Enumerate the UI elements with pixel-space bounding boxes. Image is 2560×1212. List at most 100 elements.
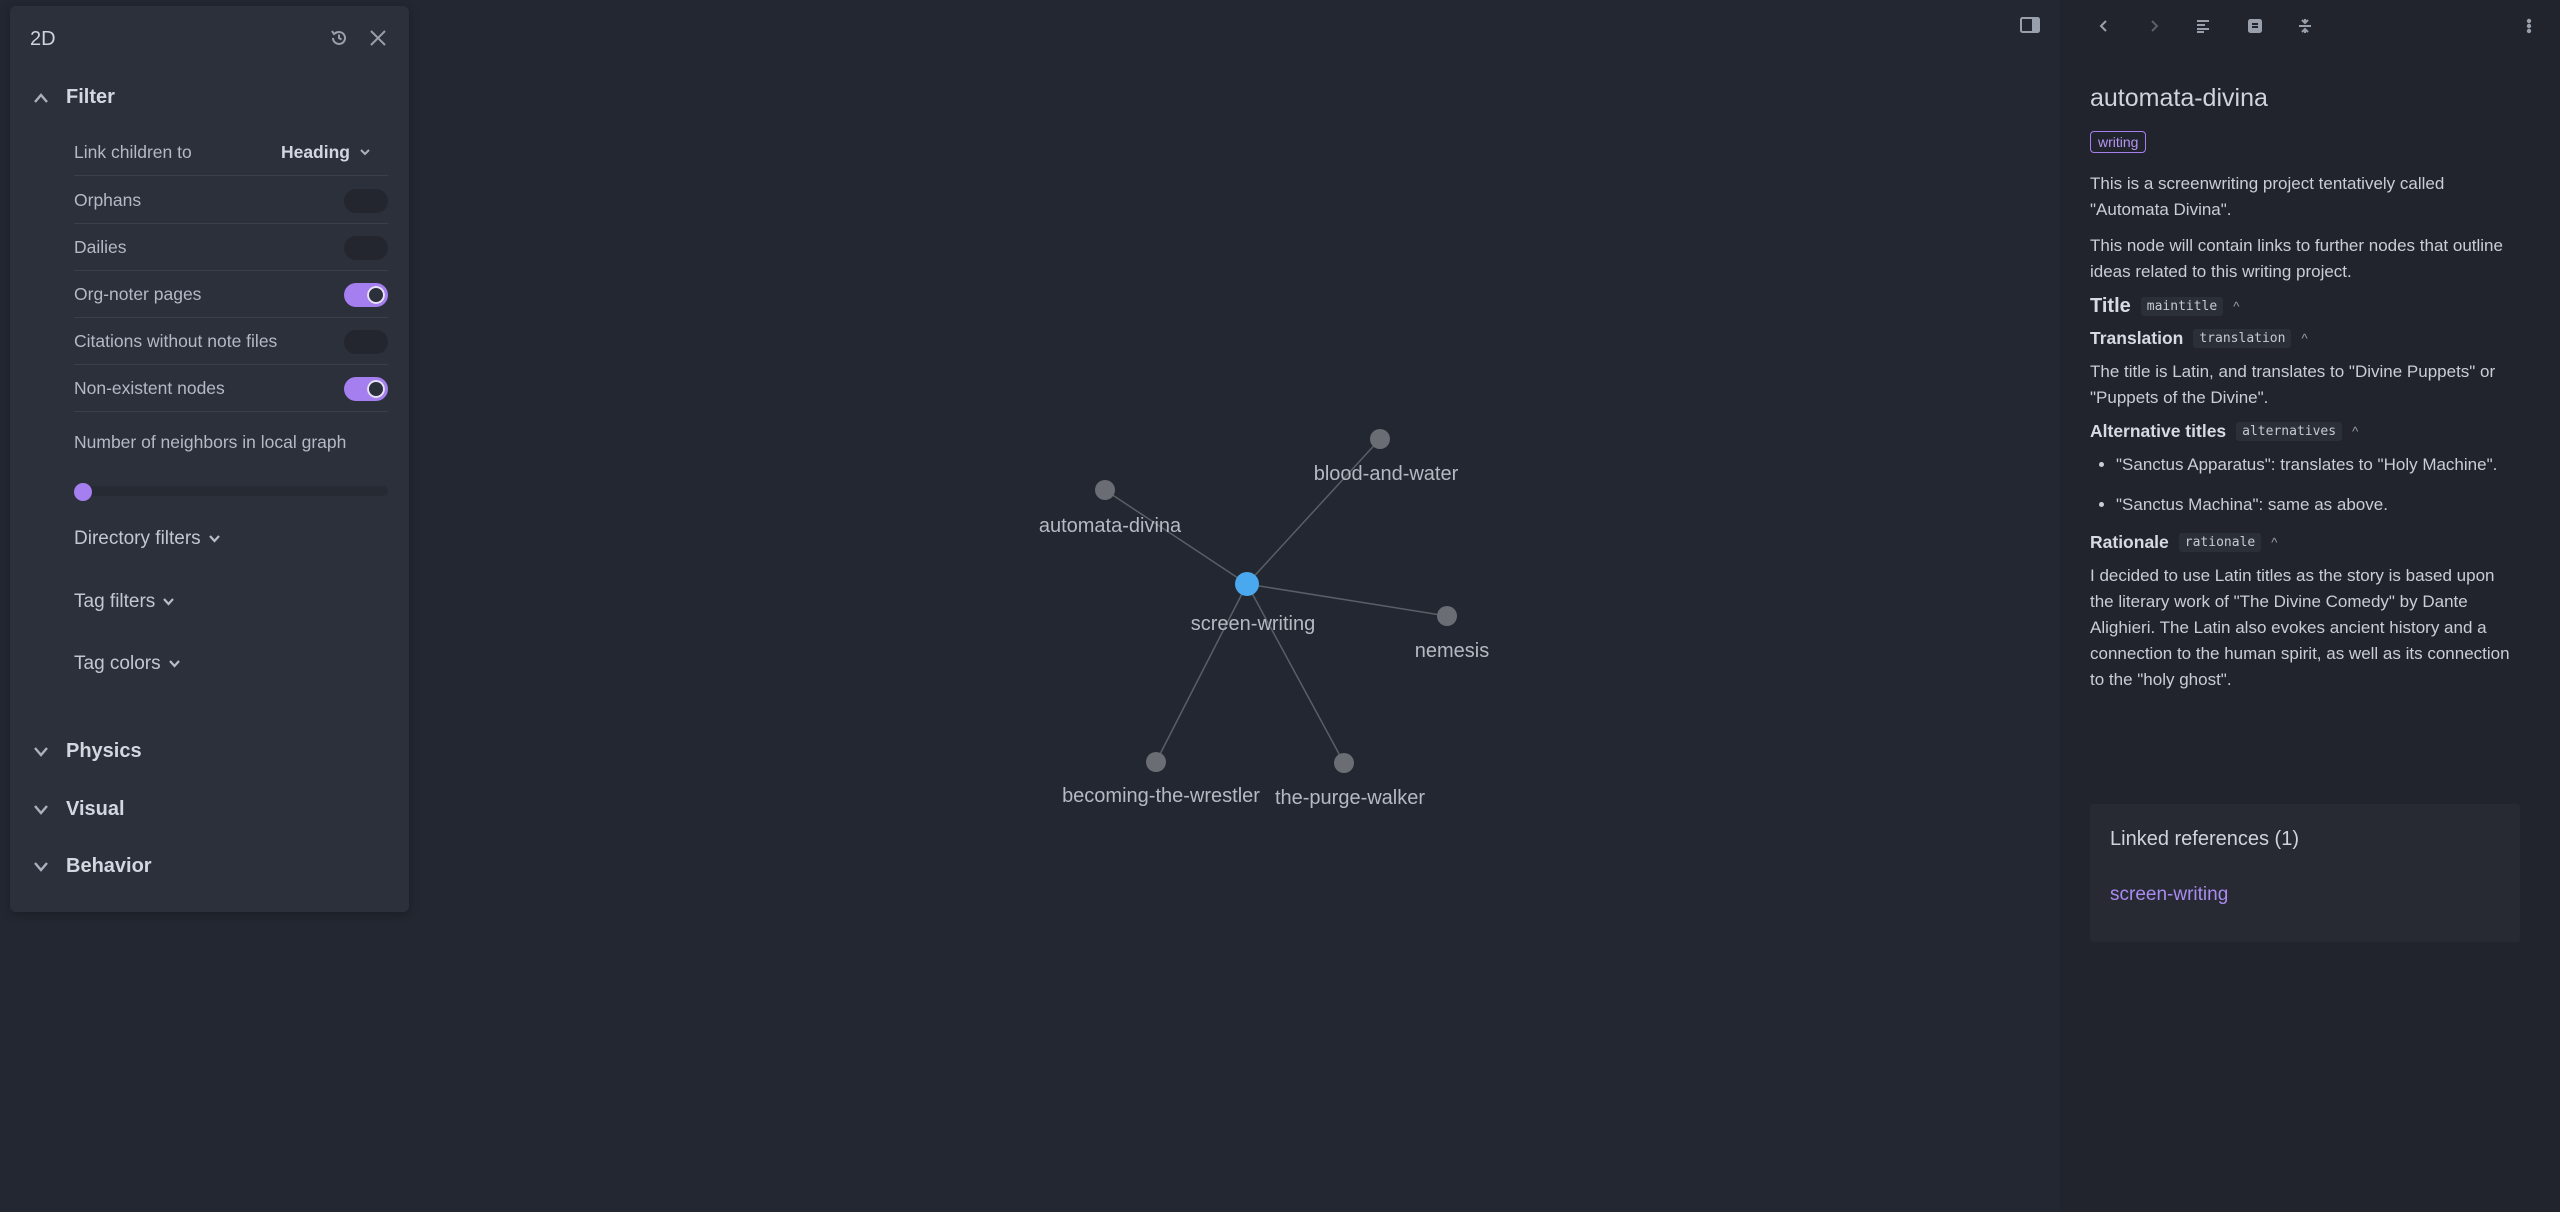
toggle-label: Org-noter pages bbox=[74, 284, 202, 304]
alternatives-heading[interactable]: Alternative titles alternatives ^ bbox=[2090, 421, 2520, 442]
list-item: "Sanctus Apparatus": translates to "Holy… bbox=[2116, 452, 2520, 478]
chevron-down-icon bbox=[360, 149, 370, 156]
forward-icon[interactable] bbox=[2140, 12, 2168, 40]
physics-section-header[interactable]: Physics bbox=[34, 740, 142, 763]
property-tag: maintitle bbox=[2140, 297, 2224, 316]
tag-filters-toggle[interactable]: Tag filters bbox=[74, 591, 175, 613]
edge-blood-and-water bbox=[1246, 438, 1381, 585]
node-nemesis[interactable] bbox=[1437, 606, 1457, 626]
node-label-becoming-the-wrestler: becoming-the-wrestler bbox=[1062, 785, 1260, 807]
tag-badge[interactable]: writing bbox=[2090, 131, 2147, 153]
rationale-paragraph: I decided to use Latin titles as the sto… bbox=[2090, 566, 2510, 689]
title-heading[interactable]: Title maintitle ^ bbox=[2090, 295, 2520, 318]
heading-text: Title bbox=[2090, 295, 2131, 317]
back-icon[interactable] bbox=[2090, 12, 2118, 40]
chevron-down-icon bbox=[163, 598, 175, 606]
caret-icon: ^ bbox=[2301, 331, 2308, 346]
orphans-toggle[interactable] bbox=[344, 188, 388, 213]
heading-text: Alternative titles bbox=[2090, 421, 2227, 441]
caret-icon: ^ bbox=[2233, 299, 2240, 314]
toggle-row-orphans: Orphans bbox=[74, 178, 388, 224]
caret-icon: ^ bbox=[2352, 424, 2359, 439]
node-automata-divina[interactable] bbox=[1095, 480, 1115, 500]
graph-settings-panel: 2D Filter Link children to Heading Orpha… bbox=[10, 6, 409, 912]
link-children-select[interactable]: Heading bbox=[281, 142, 370, 163]
alternatives-list: "Sanctus Apparatus": translates to "Holy… bbox=[2090, 452, 2520, 518]
toggle-sidebar-icon[interactable] bbox=[2019, 16, 2041, 39]
heading-text: Rationale bbox=[2090, 532, 2169, 552]
node-the-purge-walker[interactable] bbox=[1334, 753, 1354, 773]
note-sidebar bbox=[2060, 0, 2560, 1212]
toggle-row-org-noter: Org-noter pages bbox=[74, 272, 388, 318]
outline-icon[interactable] bbox=[2190, 12, 2218, 40]
intro-paragraph-2: This node will contain links to further … bbox=[2090, 236, 2503, 281]
neighbors-slider-thumb[interactable] bbox=[74, 483, 92, 501]
directory-filters-label: Directory filters bbox=[74, 528, 201, 549]
reset-icon[interactable] bbox=[325, 24, 353, 52]
link-children-row: Link children to Heading bbox=[74, 130, 388, 176]
chevron-down-icon bbox=[34, 861, 48, 872]
collapse-icon[interactable] bbox=[2291, 12, 2319, 40]
linked-references-panel: Linked references (1) screen-writing bbox=[2090, 804, 2520, 942]
physics-section-title: Physics bbox=[66, 740, 142, 762]
heading-text: Translation bbox=[2090, 328, 2184, 348]
node-screen-writing[interactable] bbox=[1235, 572, 1259, 596]
chevron-down-icon bbox=[34, 746, 48, 757]
graph-edges bbox=[1104, 438, 1448, 764]
node-blood-and-water[interactable] bbox=[1370, 429, 1390, 449]
behavior-section-header[interactable]: Behavior bbox=[34, 855, 152, 878]
graph-canvas[interactable]: automata-divina blood-and-water screen-w… bbox=[0, 0, 2060, 1212]
close-icon[interactable] bbox=[364, 24, 392, 52]
rationale-heading[interactable]: Rationale rationale ^ bbox=[2090, 532, 2520, 553]
filter-section-title: Filter bbox=[66, 86, 115, 108]
visual-section-title: Visual bbox=[66, 798, 125, 820]
list-item: "Sanctus Machina": same as above. bbox=[2116, 492, 2520, 518]
toggle-label: Dailies bbox=[74, 237, 127, 257]
chevron-down-icon bbox=[168, 660, 180, 668]
neighbors-slider-track[interactable] bbox=[76, 486, 388, 496]
node-label-nemesis: nemesis bbox=[1415, 640, 1489, 662]
tag-filters-label: Tag filters bbox=[74, 591, 156, 612]
edge-becoming-the-wrestler bbox=[1155, 583, 1248, 763]
chevron-down-icon bbox=[208, 535, 220, 543]
linked-reference-link[interactable]: screen-writing bbox=[2110, 884, 2229, 905]
citations-toggle[interactable] bbox=[344, 329, 388, 354]
property-tag: alternatives bbox=[2236, 422, 2343, 441]
property-tag: translation bbox=[2193, 329, 2292, 348]
intro-paragraph-1: This is a screenwriting project tentativ… bbox=[2090, 174, 2445, 219]
chevron-down-icon bbox=[34, 804, 48, 815]
translation-heading[interactable]: Translation translation ^ bbox=[2090, 328, 2520, 349]
dailies-toggle[interactable] bbox=[344, 235, 388, 260]
toggle-label: Non-existent nodes bbox=[74, 378, 225, 398]
toggle-label: Citations without note files bbox=[74, 331, 278, 351]
toggle-row-citations: Citations without note files bbox=[74, 319, 388, 365]
neighbors-row: Number of neighbors in local graph bbox=[74, 419, 388, 465]
edge-the-purge-walker bbox=[1246, 583, 1345, 764]
document-icon[interactable] bbox=[2241, 12, 2269, 40]
node-becoming-the-wrestler[interactable] bbox=[1146, 752, 1166, 772]
edge-automata-divina bbox=[1104, 489, 1248, 585]
tag-colors-toggle[interactable]: Tag colors bbox=[74, 653, 180, 675]
visual-section-header[interactable]: Visual bbox=[34, 798, 125, 821]
node-label-the-purge-walker: the-purge-walker bbox=[1275, 787, 1425, 809]
node-label-automata-divina: automata-divina bbox=[1039, 515, 1182, 537]
directory-filters-toggle[interactable]: Directory filters bbox=[74, 528, 220, 550]
node-label-screen-writing: screen-writing bbox=[1191, 613, 1315, 635]
property-tag: rationale bbox=[2178, 533, 2262, 552]
link-children-value: Heading bbox=[280, 142, 350, 162]
panel-title: 2D bbox=[30, 28, 56, 50]
org-noter-toggle[interactable] bbox=[344, 282, 388, 307]
caret-icon: ^ bbox=[2271, 535, 2278, 550]
toggle-label: Orphans bbox=[74, 190, 142, 210]
toggle-row-non-existent: Non-existent nodes bbox=[74, 366, 388, 412]
toggle-row-dailies: Dailies bbox=[74, 225, 388, 271]
neighbors-label: Number of neighbors in local graph bbox=[74, 431, 347, 452]
tag-colors-label: Tag colors bbox=[74, 653, 161, 674]
behavior-section-title: Behavior bbox=[66, 855, 152, 877]
filter-section-header[interactable]: Filter bbox=[34, 86, 115, 109]
note-content: automata-divina writing This is a screen… bbox=[2090, 84, 2520, 703]
linked-references-title: Linked references (1) bbox=[2110, 828, 2299, 850]
more-options-icon[interactable] bbox=[2515, 12, 2543, 40]
node-label-blood-and-water: blood-and-water bbox=[1314, 463, 1459, 485]
non-existent-toggle[interactable] bbox=[344, 376, 388, 401]
